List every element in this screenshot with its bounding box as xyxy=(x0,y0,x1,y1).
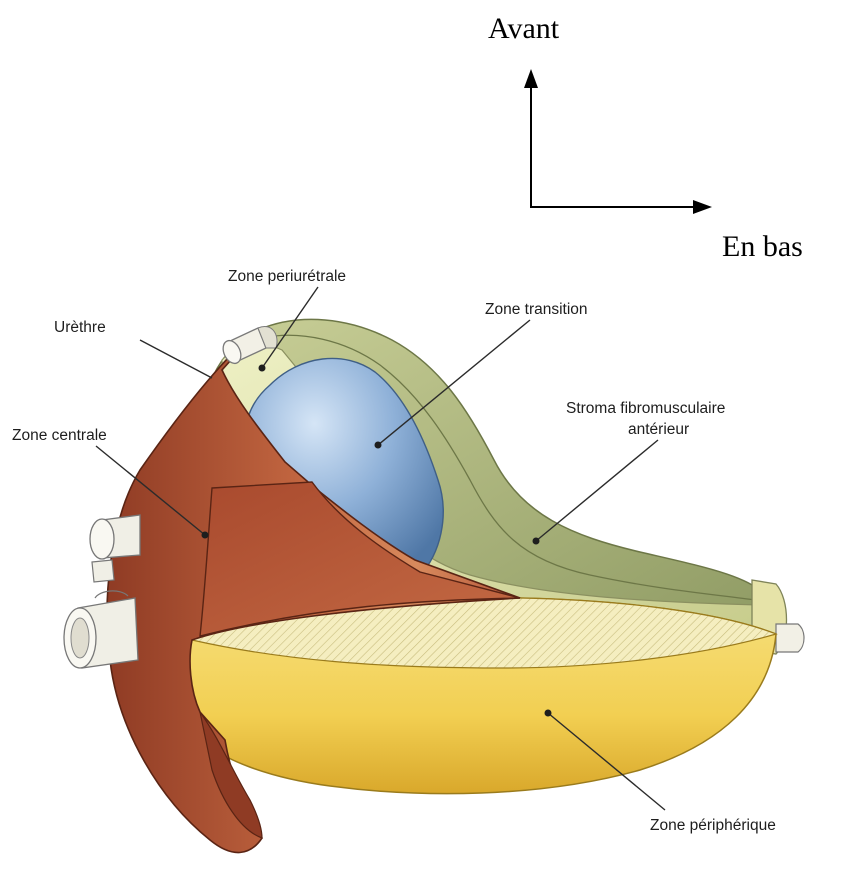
zone-peripherique-dot xyxy=(545,710,552,717)
stroma-label-line1: Stroma fibromusculaire xyxy=(566,400,725,417)
zone-periuretrale-dot xyxy=(259,365,266,372)
urethre-label: Urèthre xyxy=(54,319,106,336)
urethre-leader xyxy=(140,340,212,378)
zone-centrale-label: Zone centrale xyxy=(12,427,107,444)
right-arrow-head xyxy=(693,200,712,214)
stroma-dot xyxy=(533,538,540,545)
zone-transition-label: Zone transition xyxy=(485,301,588,318)
en-bas-label: En bas xyxy=(722,230,803,263)
zone-peripherique-label: Zone périphérique xyxy=(650,817,776,834)
zone-transition-dot xyxy=(375,442,382,449)
stroma-leader xyxy=(536,440,658,541)
zone-centrale-dot xyxy=(202,532,209,539)
zone-periuretrale-label: Zone periurétrale xyxy=(228,268,346,285)
stroma-label-line2: antérieur xyxy=(628,421,689,438)
up-arrow-head xyxy=(524,69,538,88)
avant-label: Avant xyxy=(488,12,560,45)
urethra-distal-tip xyxy=(776,624,804,652)
orientation-axes: Avant En bas xyxy=(488,12,803,263)
